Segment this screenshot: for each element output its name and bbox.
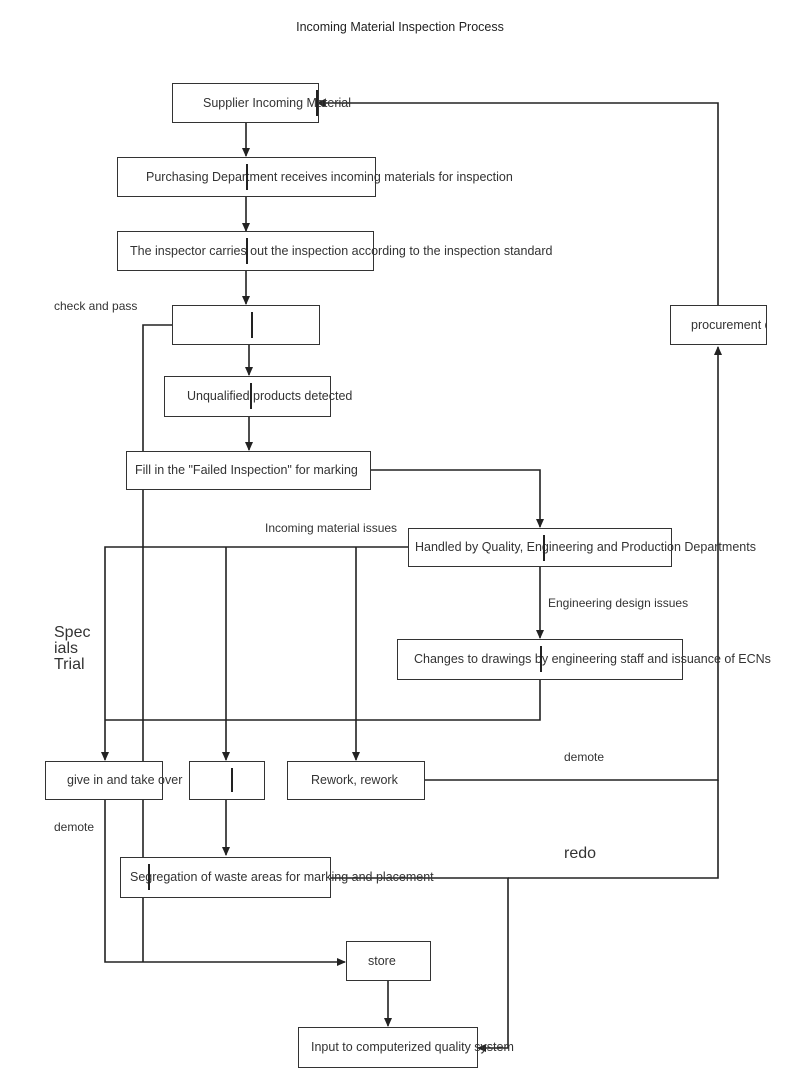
node-handled: Handled by Quality, Engineering and Prod… [408,528,756,567]
text-cursor-mark [246,238,248,264]
node-store-label: store [368,953,396,968]
node-give-label: give in and take over [67,773,183,787]
node-supplier-label: Supplier Incoming Material [203,95,351,110]
node-procurement-label: procurement depa [691,317,766,332]
arrow-segregation-to-procurement [508,780,719,879]
node-changes-label: Changes to drawings by engineering staff… [414,652,771,666]
arrow-give-to-store [104,800,346,966]
label-check-and-pass: check and pass [54,299,138,313]
text-cursor-mark [251,312,253,338]
arrow-failed-to-handled [371,469,544,528]
node-purchasing-label: Purchasing Department receives incoming … [146,169,513,184]
node-unqualified: Unqualified products detected [164,376,352,417]
node-rework: Rework, rework [287,761,425,800]
label-specials-trial-2: ials [54,640,79,657]
label-incoming-material-issues: Incoming material issues [265,521,398,535]
label-demote-right: demote [564,750,605,764]
arrow-check-to-store [142,324,172,962]
text-cursor-mark [543,535,545,561]
node-segregation: Segregation of waste areas for marking a… [120,857,434,898]
text-cursor-mark [246,164,248,190]
node-inspector: The inspector carries out the inspection… [117,231,552,271]
label-specials-trial-3: Trial [54,656,85,673]
text-cursor-mark [316,90,318,116]
text-cursor-mark [250,383,252,409]
node-check [172,305,320,345]
node-supplier: Supplier Incoming Material [172,83,351,123]
node-segregation-label: Segregation of waste areas for marking a… [130,870,434,884]
node-give: give in and take over [45,761,182,800]
node-purchasing: Purchasing Department receives incoming … [117,157,513,197]
node-inspector-label: The inspector carries out the inspection… [130,243,553,258]
node-failed: Fill in the "Failed Inspection" for mark… [126,451,371,490]
node-blank [189,761,265,800]
arrow-segregation-to-input [331,877,509,1052]
arrow-changes-to-give [105,680,541,721]
text-cursor-mark [148,864,150,890]
arrow-handled-to-give [101,546,408,761]
node-handled-label: Handled by Quality, Engineering and Prod… [415,540,756,554]
node-store: store [346,941,431,981]
node-input: Input to computerized quality system [298,1027,514,1068]
node-procurement: procurement depa [670,305,767,345]
page-title: Incoming Material Inspection Process [296,20,504,34]
label-specials-trial-1: Spec [54,624,91,641]
label-engineering-design-issues: Engineering design issues [548,596,689,610]
label-demote-left: demote [54,820,95,834]
label-redo: redo [564,845,597,862]
node-failed-label: Fill in the "Failed Inspection" for mark… [135,463,358,477]
node-unqualified-label: Unqualified products detected [187,389,353,403]
text-cursor-mark [540,646,542,672]
node-rework-label: Rework, rework [311,773,398,787]
text-cursor-mark [231,768,233,792]
node-input-label: Input to computerized quality system [311,1040,514,1054]
arrow-procurement-to-supplier [316,99,719,305]
